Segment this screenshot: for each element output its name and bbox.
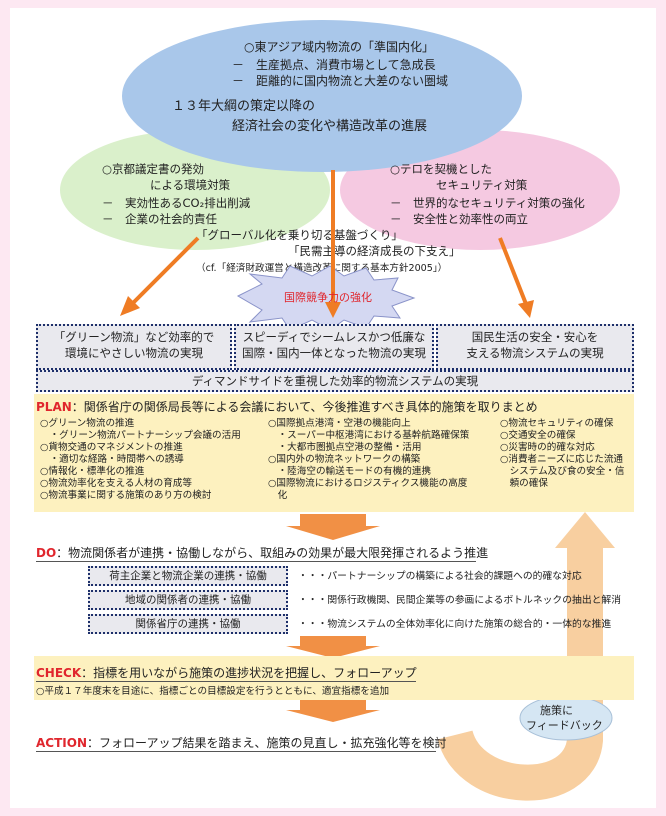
goal-speed-line-1: スピーディでシームレスかつ低廉な bbox=[242, 330, 426, 344]
do-box-shipper: 荷主企業と物流企業の連携・協働 bbox=[88, 566, 288, 586]
plan-header: PLAN：関係省庁の関係局長等による会議において、今後推進すべき具体的施策を取り… bbox=[36, 398, 538, 415]
plan-col2-item: ○国内外の物流ネットワークの構築 bbox=[268, 454, 421, 465]
top-ellipse-title: ○東アジア域内物流の「準国内化」 bbox=[244, 40, 434, 54]
check-header: CHECK：指標を用いながら施策の進捗状況を把握し、フォローアップ bbox=[36, 664, 417, 681]
do-underline bbox=[36, 561, 476, 562]
do-desc-ministries: ・・・物流システムの全体効率化に向けた施策の総合的・一体的な推進 bbox=[298, 619, 612, 630]
top-ellipse-item-2: － 距離的に国内物流と大差のない圏域 bbox=[232, 74, 449, 88]
feedback-arrow-body bbox=[437, 548, 603, 801]
right-ellipse-title-1: ○テロを契機とした bbox=[390, 162, 493, 176]
action-text: ：フォローアップ結果を踏まえ、施策の見直し・拡充強化等を検討 bbox=[87, 736, 447, 750]
do-label: DO bbox=[36, 546, 57, 560]
right-ellipse-title-2: セキュリティ対策 bbox=[436, 178, 528, 192]
do-desc-shipper: ・・・パートナーシップの構築による社会的課題への的確な対応 bbox=[298, 571, 582, 582]
check-band bbox=[34, 656, 634, 700]
arrow-check-action bbox=[286, 700, 380, 722]
plan-label: PLAN bbox=[36, 400, 72, 414]
goal-safety-line-2: 支える物流システムの実現 bbox=[466, 346, 604, 360]
goal-safety-line-1: 国民生活の安全・安心を bbox=[471, 330, 599, 344]
plan-col1-item: ○物流効率化を支える人材の育成等 bbox=[40, 478, 192, 489]
left-ellipse-item-1: － 実効性あるCO₂排出削減 bbox=[102, 196, 251, 210]
goal-green-line-2: 環境にやさしい物流の実現 bbox=[65, 346, 203, 360]
plan-col2-item: ・スーパー中枢港湾における基幹航路確保策 bbox=[268, 430, 470, 441]
action-underline bbox=[36, 751, 436, 752]
goal-speed-line-2: 国際・国内一体となった物流の実現 bbox=[242, 346, 426, 360]
do-header: DO：物流関係者が連携・協働しながら、取組みの効果が最大限発揮されるよう推進 bbox=[36, 544, 488, 561]
do-desc-regional: ・・・関係行政機関、民間企業等の参画によるボトルネックの抽出と解消 bbox=[298, 595, 622, 606]
plan-band bbox=[34, 394, 634, 512]
foundation-line-1: 「グローバル化を乗り切る基盤づくり」 bbox=[196, 228, 403, 242]
plan-col2-item: 化 bbox=[268, 490, 288, 501]
plan-col3-item: ○物流セキュリティの確保 bbox=[500, 418, 614, 429]
feedback-line-1: 施策に bbox=[540, 704, 573, 717]
plan-col1-item: ○貨物交通のマネジメントの推進 bbox=[40, 442, 183, 453]
plan-col2-item: ・陸海空の輸送モードの有機的連携 bbox=[268, 466, 432, 477]
top-ellipse bbox=[122, 20, 522, 172]
check-underline bbox=[36, 681, 416, 682]
feedback-bubble bbox=[519, 695, 613, 741]
goal-box-green: 「グリーン物流」など効率的で 環境にやさしい物流の実現 bbox=[36, 324, 232, 370]
plan-col3-item: ○交通安全の確保 bbox=[500, 430, 576, 441]
action-header: ACTION：フォローアップ結果を踏まえ、施策の見直し・拡充強化等を検討 bbox=[36, 734, 447, 751]
arrow-right-line bbox=[498, 237, 528, 305]
plan-col1-item: ・適切な経路・時間帯への誘導 bbox=[40, 454, 184, 465]
arrow-left-head bbox=[120, 296, 140, 316]
top-ellipse-subtitle-2: 経済社会の変化や構造改革の進展 bbox=[232, 119, 428, 134]
top-ellipse-subtitle-1: １３年大綱の策定以降の bbox=[172, 99, 316, 114]
top-ellipse-item-1: － 生産拠点、消費市場として急成長 bbox=[232, 58, 436, 72]
check-text: ：指標を用いながら施策の進捗状況を把握し、フォローアップ bbox=[81, 666, 417, 680]
plan-col2-item: ・大都市圏拠点空港の整備・活用 bbox=[268, 442, 422, 453]
plan-col1-item: ・グリーン物流パートナーシップ会議の活用 bbox=[40, 430, 241, 441]
starburst-label: 国際競争力の強化 bbox=[284, 291, 372, 304]
goal-green-line-1: 「グリーン物流」など効率的で bbox=[53, 330, 215, 344]
goal-box-safety: 国民生活の安全・安心を 支える物流システムの実現 bbox=[436, 324, 634, 370]
do-box-ministries: 関係省庁の連携・協働 bbox=[88, 614, 288, 634]
arrow-left-line bbox=[130, 236, 200, 306]
foundation-note: （cf.「経済財政運営と構造改革に関する基本方針2005」） bbox=[196, 263, 448, 274]
do-text: ：物流関係者が連携・協働しながら、取組みの効果が最大限発揮されるよう推進 bbox=[56, 546, 489, 560]
arrow-right-head bbox=[518, 300, 534, 318]
plan-text: ：関係省庁の関係局長等による会議において、今後推進すべき具体的施策を取りまとめ bbox=[71, 400, 538, 414]
arrow-center-head bbox=[325, 302, 341, 318]
plan-col3-item: ○災害時の的確な対応 bbox=[500, 442, 595, 453]
plan-col2-item: ○国際物流におけるロジスティクス機能の高度 bbox=[268, 478, 468, 489]
right-ellipse-item-1: － 世界的なセキュリティ対策の強化 bbox=[390, 196, 585, 210]
goal-box-speed: スピーディでシームレスかつ低廉な 国際・国内一体となった物流の実現 bbox=[234, 324, 434, 370]
plan-col3-item: 頼の確保 bbox=[500, 478, 548, 489]
plan-col1-item: ○物流事業に関する施策のあり方の検討 bbox=[40, 490, 212, 501]
right-ellipse-item-2: － 安全性と効率性の両立 bbox=[390, 212, 528, 226]
plan-col3-item: ○消費者ニーズに応じた流通 bbox=[500, 454, 624, 465]
plan-col3-item: システム及び食の安全・信 bbox=[500, 466, 625, 477]
feedback-line-2: フィードバック bbox=[526, 719, 603, 732]
demand-side-box: ディマンドサイドを重視した効率的物流システムの実現 bbox=[36, 370, 634, 392]
do-box-regional: 地域の関係者の連携・協働 bbox=[88, 590, 288, 610]
plan-col1-item: ○情報化・標準化の推進 bbox=[40, 466, 145, 477]
plan-col2-item: ○国際拠点港湾・空港の機能向上 bbox=[268, 418, 411, 429]
action-label: ACTION bbox=[36, 736, 87, 750]
check-label: CHECK bbox=[36, 666, 82, 680]
left-ellipse-title-1: ○京都議定書の発効 bbox=[102, 162, 205, 176]
left-ellipse-title-2: による環境対策 bbox=[150, 178, 231, 192]
left-ellipse-item-2: － 企業の社会的責任 bbox=[102, 212, 217, 226]
feedback-arrow-head bbox=[555, 512, 615, 548]
check-sub: ○平成１７年度末を目途に、指標ごとの目標設定を行うとともに、適宜指標を追加 bbox=[36, 686, 390, 697]
arrow-plan-do bbox=[286, 514, 380, 540]
arrow-do-check bbox=[286, 636, 380, 658]
plan-col1-item: ○グリーン物流の推進 bbox=[40, 418, 135, 429]
